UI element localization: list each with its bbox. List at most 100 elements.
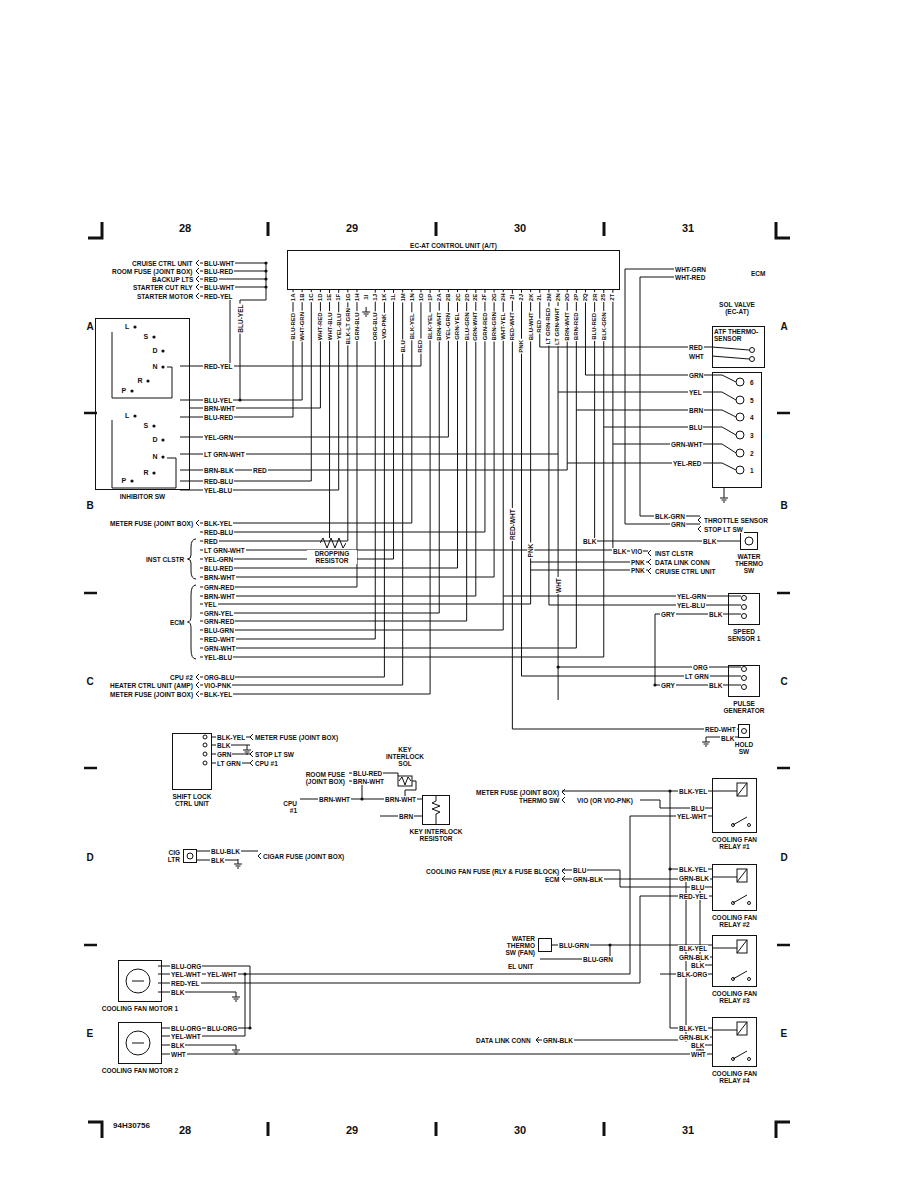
- ground-symbol: [245, 752, 250, 753]
- motor-symbol: [132, 1043, 144, 1044]
- wire-connector: [512, 290, 738, 729]
- wire-label: CPU #2: [169, 674, 194, 681]
- offpage-chevron: [648, 559, 651, 565]
- wire-label: YEL-GRN: [203, 556, 234, 563]
- wire-label: GRN-BLK: [572, 876, 604, 883]
- row-tick: [84, 592, 97, 595]
- wire-label: N: [152, 363, 159, 371]
- wire-label: METER FUSE (JOINT BOX): [109, 520, 194, 527]
- wire-label: WHT: [690, 1051, 707, 1058]
- grid-reference: 29: [345, 222, 359, 234]
- wire-label: RED-BLU: [203, 478, 234, 485]
- ground-symbol: [705, 746, 707, 747]
- wire-line: [640, 277, 700, 516]
- wire-line: [712, 375, 736, 382]
- node-title: CIG LTR: [160, 849, 180, 863]
- grid-reference: B: [780, 500, 789, 511]
- wire-line: [712, 392, 736, 400]
- wire-label: D: [152, 347, 159, 355]
- wire-line: [200, 290, 458, 568]
- wire-connector: [522, 290, 729, 676]
- wire-label: YEL-GRN: [445, 311, 452, 340]
- wire-line: [655, 614, 728, 685]
- junction-dot: [152, 335, 155, 338]
- wire-label: COOLING FAN FUSE (RLY & FUSE BLOCK): [425, 868, 560, 875]
- wire-label: WHT-YEL: [500, 311, 507, 340]
- junction-dot: [161, 349, 164, 352]
- grid-reference: 30: [513, 1124, 527, 1136]
- wire-label: BLK-LT GRN: [345, 307, 352, 345]
- wire-line: [712, 444, 736, 453]
- wire-label: METER FUSE (JOINT BOX): [254, 734, 339, 741]
- wire-label: BRN-WHT: [352, 778, 385, 785]
- wire-label: BRN: [688, 407, 704, 414]
- wire-label: METER FUSE (JOINT BOX): [475, 789, 560, 796]
- wire-label: BLU-YEL: [203, 397, 233, 404]
- wire-label: 1: [749, 467, 755, 474]
- ground-symbol: [232, 997, 240, 998]
- wire-label: BLK-YEL: [678, 945, 708, 952]
- wire-label: BLK-YEL: [678, 1025, 708, 1032]
- junction-dot: [557, 665, 560, 668]
- wire-label: BLU-YEL: [237, 303, 244, 333]
- wire-line: [200, 290, 613, 550]
- wire-line: [712, 463, 736, 470]
- wire-line: [180, 470, 190, 471]
- wire-label: ORG-BLU: [372, 311, 379, 341]
- wire-label: GRY: [660, 682, 676, 689]
- ground-symbol: [235, 1001, 237, 1002]
- wire-label: VIO: [630, 548, 643, 555]
- pin-circle: [748, 978, 751, 981]
- ground-symbol: [362, 312, 370, 313]
- corner-mark: [776, 1122, 790, 1138]
- pin-number: 2F: [482, 292, 489, 301]
- wire-label: BLU: [688, 424, 703, 431]
- pin-number: 1J: [372, 292, 379, 301]
- wire-line: [190, 290, 339, 490]
- wire-label: RED-BLU: [203, 529, 234, 536]
- wire-label: BLK-YEL: [409, 312, 416, 340]
- wire-label: GRN-BLK: [678, 875, 710, 882]
- node-title: SOL VALVE (EC-AT): [715, 301, 759, 315]
- ground-symbol: [243, 750, 251, 751]
- offpage-chevron: [196, 276, 199, 282]
- node-title: PULSE GENERATOR: [719, 700, 769, 714]
- relay-lead: [712, 1030, 737, 1031]
- wire-label: CRUISE CTRL UNIT: [131, 260, 194, 267]
- wire-label: BLU-ORG: [170, 1025, 202, 1032]
- wire-label: BRN-RED: [573, 311, 580, 341]
- column-tick: [603, 1122, 606, 1136]
- wire-label: R: [137, 377, 144, 385]
- wire-label: ROOM FUSE (JOINT BOX): [296, 771, 346, 785]
- pin-circle: [750, 348, 755, 353]
- wire-label: GRN-YEL: [454, 311, 461, 340]
- ground-symbol: [722, 500, 727, 501]
- relay-switch: [733, 817, 747, 825]
- wire-line: [728, 605, 741, 606]
- pin-circle: [745, 537, 753, 545]
- wire-label: WHT: [170, 1051, 187, 1058]
- wire-label: BLU-GRN: [582, 956, 614, 963]
- wire-line: [190, 290, 448, 437]
- grid-reference: A: [86, 321, 95, 332]
- wire-label: BLU-WHT: [527, 311, 534, 341]
- wire-label: GRN: [670, 521, 686, 528]
- wire-line: [200, 290, 485, 532]
- wire-label: STOP LT SW: [703, 526, 744, 533]
- wire-label: BLK: [720, 735, 735, 742]
- row-tick: [84, 767, 97, 770]
- wire-line: [712, 356, 749, 359]
- pin-circle: [748, 1058, 751, 1061]
- pin-number: 2B: [445, 292, 452, 302]
- wire-label: PNK: [630, 567, 646, 574]
- wire-label: BLU-GRN: [203, 627, 235, 634]
- component-box: COOLING FAN MOTOR 2: [118, 1022, 162, 1064]
- relay-lead: [712, 877, 737, 878]
- wire-label: CIGAR FUSE (JOINT BOX): [262, 853, 345, 860]
- wire-label: BLU-RED: [203, 565, 234, 572]
- corner-mark: [88, 1122, 102, 1138]
- wire-line: [200, 290, 384, 677]
- wire-line: [625, 269, 700, 524]
- wire-line: [200, 290, 375, 639]
- wire-label: ECM: [750, 270, 766, 277]
